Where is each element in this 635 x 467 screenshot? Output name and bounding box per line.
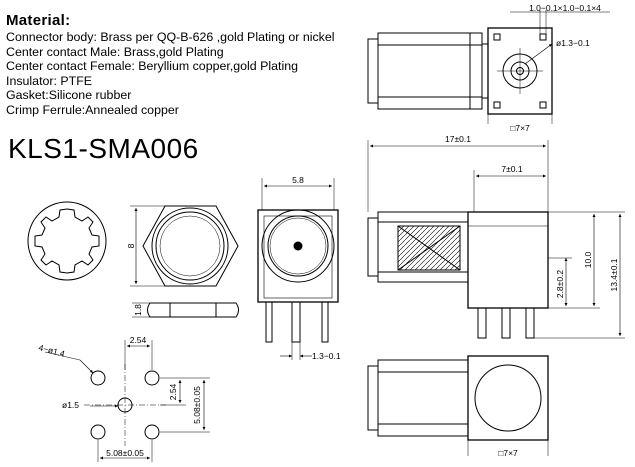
dim-holes-count: 4−ø1.4 bbox=[37, 342, 66, 359]
dim-pitch-top: 2.54 bbox=[130, 335, 147, 345]
dim-height-13-4: 13.4±0.1 bbox=[609, 258, 619, 291]
dim-height-10: 10.0 bbox=[583, 251, 593, 268]
dim-pin-width: 1.3−0.1 bbox=[312, 351, 341, 361]
dim-height-2-8: 2.8±0.2 bbox=[555, 270, 565, 299]
material-line-gasket: Gasket:Silicone rubber bbox=[6, 88, 132, 103]
dim-overall-length: 17±0.1 bbox=[445, 134, 471, 144]
lock-washer bbox=[27, 201, 107, 281]
hex-nut-side bbox=[147, 302, 239, 318]
dim-spacing-vertical: 5.08±0.05 bbox=[192, 386, 202, 424]
hex-nut-front bbox=[142, 205, 239, 287]
top-view-connector bbox=[367, 27, 553, 115]
dim-square-bottom: □7×7 bbox=[498, 448, 518, 458]
material-line-ferrule: Crimp Ferrule:Annealed copper bbox=[6, 102, 179, 117]
dim-hex-across: 8 bbox=[126, 243, 136, 248]
front-view-connector bbox=[257, 209, 339, 343]
dim-pitch-side: 2.54 bbox=[168, 383, 178, 400]
dim-square-top: □7×7 bbox=[510, 123, 530, 133]
dim-front-width: 5.8 bbox=[292, 175, 304, 185]
material-line-insulator: Insulator: PTFE bbox=[6, 73, 93, 88]
materials-block: Material: Connector body: Brass per QQ-B… bbox=[6, 12, 335, 118]
material-line-male: Center contact Male: Brass,gold Plating bbox=[6, 44, 224, 59]
dim-nut-thickness: 1.8 bbox=[133, 304, 143, 316]
dim-top-chain: 1.0−0.1×1.0−0.1×4 bbox=[529, 3, 601, 13]
bottom-view-connector bbox=[367, 355, 549, 441]
dim-center-hole: ø1.5 bbox=[62, 400, 79, 410]
materials-title: Material: bbox=[6, 12, 71, 29]
side-view-connector bbox=[367, 211, 549, 339]
material-line-female: Center contact Female: Beryllium copper,… bbox=[6, 59, 299, 74]
part-number: KLS1-SMA006 bbox=[8, 133, 199, 164]
pcb-footprint bbox=[84, 364, 166, 446]
dim-spacing-horizontal: 5.08±0.05 bbox=[106, 448, 144, 458]
dim-body-length: 7±0.1 bbox=[501, 164, 522, 174]
material-line-body: Connector body: Brass per QQ-B-626 ,gold… bbox=[6, 30, 335, 44]
dim-pin-diameter-top: ø1.3−0.1 bbox=[556, 38, 590, 48]
